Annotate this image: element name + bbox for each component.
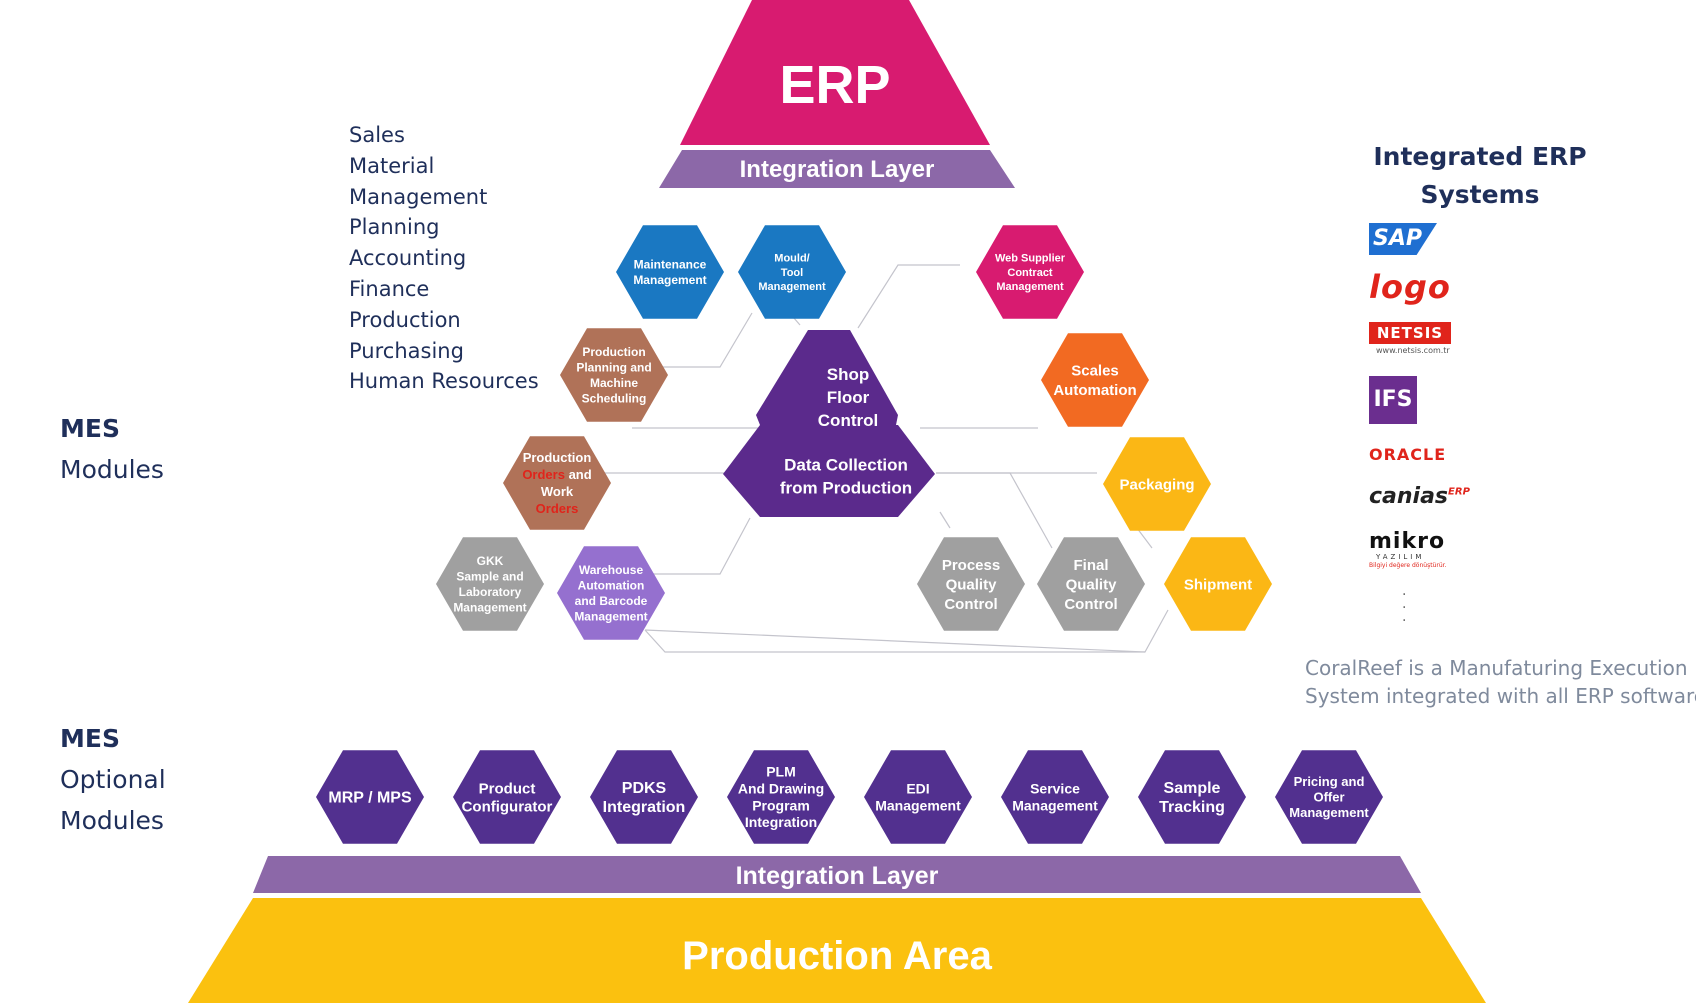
mes-optional-title-line3: Modules — [60, 806, 164, 835]
erp-function-item: Sales — [349, 123, 405, 147]
coralreef-description: CoralReef is a Manufaturing Execution Sy… — [1305, 654, 1696, 710]
erp-label: ERP — [779, 55, 890, 115]
erp-function-list: Sales Material Management Planning Accou… — [349, 120, 539, 397]
mes-modules-title: MES Modules — [60, 408, 164, 490]
module-hex-production-orders — [503, 436, 611, 530]
optional-module-hex — [316, 750, 424, 844]
module-hex-final-qc — [1037, 537, 1145, 631]
logo-logo: logo — [1369, 268, 1451, 306]
module-hex-web-supplier — [976, 225, 1084, 319]
integration-layer-top — [659, 150, 1015, 188]
canias-logo: caniasERP — [1369, 484, 1470, 509]
module-hex-mould — [738, 225, 846, 319]
module-hex-scales — [1041, 333, 1149, 427]
canias-logo-text: canias — [1369, 484, 1449, 509]
coralreef-description-line2: System integrated with all ERP softwares — [1305, 684, 1696, 708]
optional-module-hex — [590, 750, 698, 844]
optional-module-hex — [453, 750, 561, 844]
coralreef-description-line1: CoralReef is a Manufaturing Execution — [1305, 656, 1688, 680]
module-hex-maintenance — [616, 225, 724, 319]
netsis-logo: NETSIS — [1369, 322, 1451, 344]
erp-triangle — [680, 0, 990, 145]
mikro-logo-subtext: YAZILIM — [1376, 553, 1425, 561]
mikro-logo: mikro — [1369, 529, 1446, 554]
erp-function-item: Accounting — [349, 246, 467, 271]
integration-layer-bottom — [253, 856, 1421, 893]
oracle-logo: ORACLE — [1369, 445, 1447, 464]
optional-module-hex — [1275, 750, 1383, 844]
optional-module-hex — [1001, 750, 1109, 844]
module-hex-process-qc — [917, 537, 1025, 631]
mes-optional-title-line1: MES — [60, 724, 120, 753]
integrated-erp-title-line1: Integrated ERP — [1373, 142, 1587, 171]
mes-optional-title-line2: Optional — [60, 765, 166, 794]
sap-logo: SAP — [1369, 223, 1437, 255]
erp-function-item: Finance — [349, 276, 430, 301]
optional-module-hex — [864, 750, 972, 844]
shop-floor-shape — [756, 330, 898, 425]
canias-logo-sup: ERP — [1448, 486, 1470, 498]
erp-function-item: Purchasing — [349, 338, 464, 363]
integration-layer-top-label: Integration Layer — [740, 156, 935, 183]
integrated-erp-title-line2: Systems — [1420, 180, 1540, 209]
erp-function-item: Material — [349, 153, 435, 178]
ifs-logo: IFS — [1369, 376, 1417, 424]
mikro-logo-tagline: Bilgiyi değere dönüştürür. — [1369, 562, 1447, 569]
module-label-packaging: Packaging — [1119, 476, 1194, 493]
production-area-label: Production Area — [682, 934, 992, 978]
mes-modules-title-line1: MES — [60, 414, 120, 443]
module-hex-packaging — [1103, 437, 1211, 531]
erp-function-item: Planning — [349, 215, 440, 240]
optional-module-hex — [727, 750, 835, 844]
erp-function-item: Production — [349, 307, 461, 332]
integration-layer-bottom-label: Integration Layer — [736, 862, 939, 890]
erp-function-item: Management — [349, 184, 488, 209]
optional-module-label: MRP / MPS — [328, 790, 412, 807]
integrated-erp-title: Integrated ERP Systems — [1360, 138, 1600, 214]
module-label-shipment: Shipment — [1184, 576, 1252, 593]
optional-module-hex — [1138, 750, 1246, 844]
production-area — [188, 898, 1486, 1003]
erp-function-item: Human Resources — [349, 369, 539, 394]
data-collection-shape — [723, 425, 935, 517]
mes-optional-title: MES Optional Modules — [60, 718, 166, 841]
mes-modules-title-line2: Modules — [60, 455, 164, 484]
module-hex-warehouse — [557, 546, 665, 640]
module-hex-gkk — [436, 537, 544, 631]
more-erp-dots: . . . — [1402, 583, 1407, 625]
module-hex-shipment — [1164, 537, 1272, 631]
netsis-logo-subtext: www.netsis.com.tr — [1376, 346, 1450, 355]
module-hex-production-planning — [560, 328, 668, 422]
